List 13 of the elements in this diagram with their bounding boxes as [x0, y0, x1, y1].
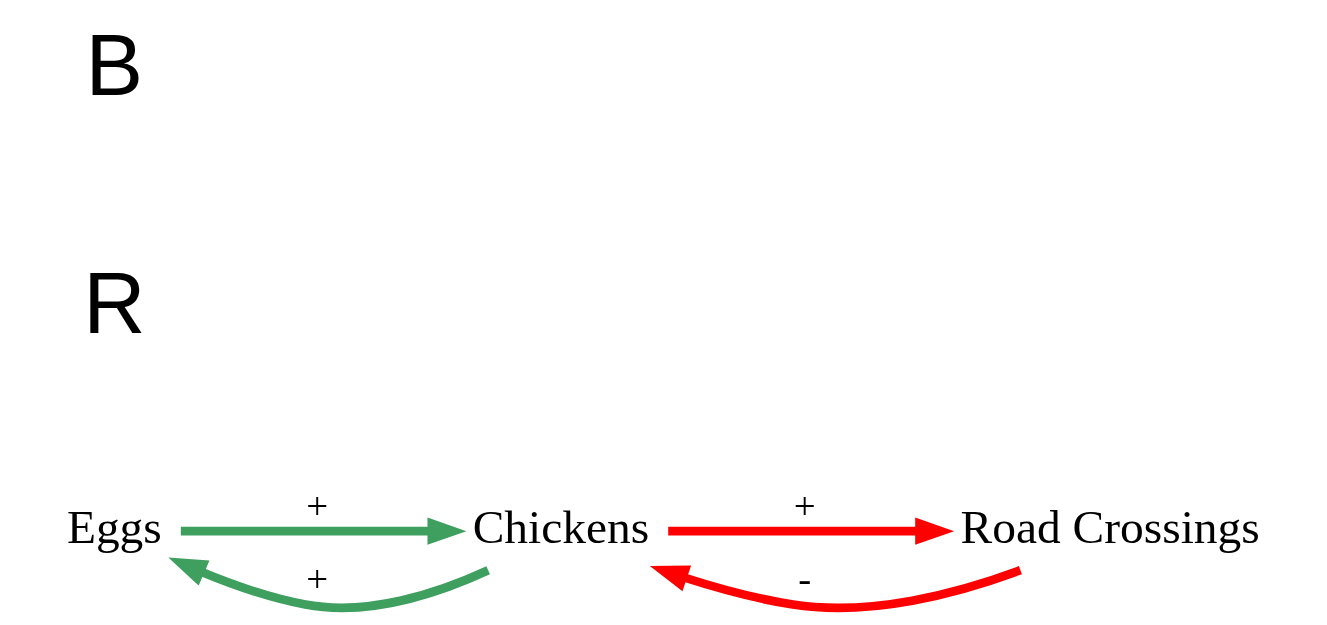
edge-label: + [793, 483, 816, 527]
arrow [668, 517, 955, 545]
node-text: Chickens [472, 500, 650, 553]
arrow [649, 564, 1022, 612]
node-text: Road Crossings [960, 500, 1260, 553]
arrow [168, 557, 490, 612]
node-text: Eggs [66, 500, 162, 553]
arrow [180, 517, 467, 545]
edge-label: + [306, 556, 329, 600]
edge-label: - [798, 556, 812, 600]
label: B [85, 16, 144, 113]
edge-label: + [306, 483, 329, 527]
label: R [83, 254, 146, 351]
